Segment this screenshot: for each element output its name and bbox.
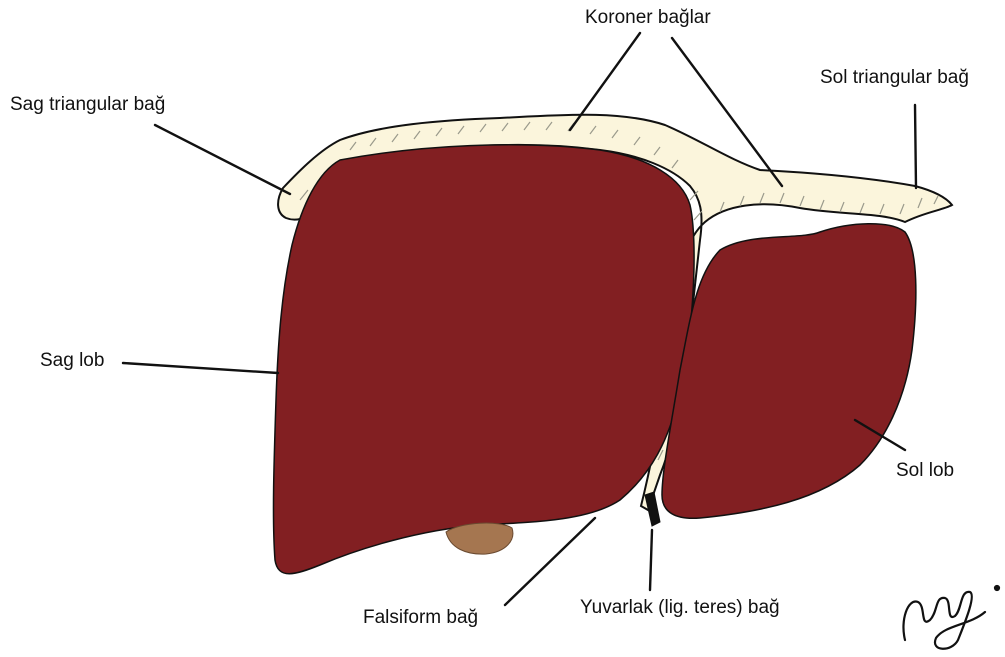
label-sol-triangular-bag: Sol triangular bağ <box>820 68 969 87</box>
leader-sol-triangular <box>915 105 916 188</box>
sag-lob-shape <box>273 145 694 574</box>
gallbladder-shape <box>446 523 513 554</box>
leader-sag-triangular <box>155 125 290 194</box>
label-sol-lob: Sol lob <box>896 461 954 480</box>
leader-yuvarlak <box>650 530 652 590</box>
label-koroner-baglar: Koroner bağlar <box>585 8 711 27</box>
leader-falsiform <box>505 518 595 605</box>
label-yuvarlak-bag: Yuvarlak (lig. teres) bağ <box>580 598 780 617</box>
leader-sag-lob <box>123 363 278 373</box>
label-falsiform-bag: Falsiform bağ <box>363 608 478 627</box>
signature-mark <box>903 586 999 649</box>
label-sag-triangular-bag: Sag triangular bağ <box>10 95 165 114</box>
sol-lob-shape <box>662 224 916 519</box>
label-sag-lob: Sag lob <box>40 351 104 370</box>
